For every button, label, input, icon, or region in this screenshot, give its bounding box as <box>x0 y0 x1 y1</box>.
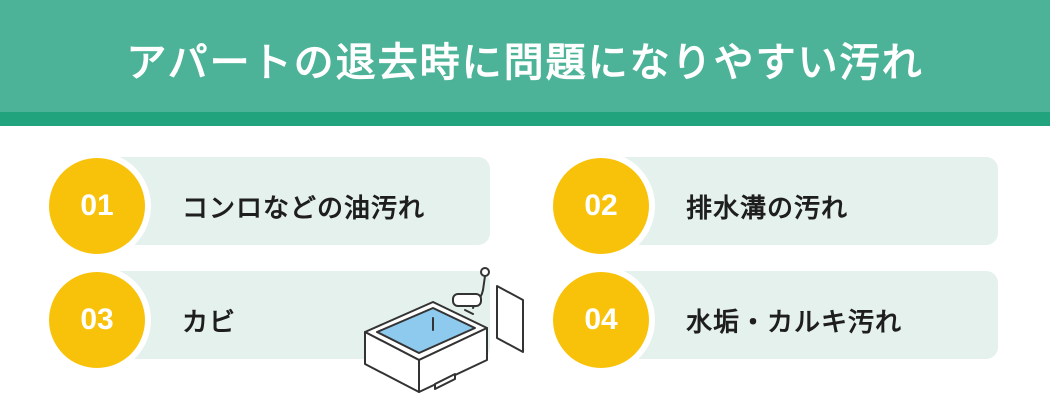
page-title: アパートの退去時に問題になりやすい汚れ <box>126 40 924 86</box>
header-banner: アパートの退去時に問題になりやすい汚れ <box>0 0 1050 112</box>
item-card-04 <box>604 271 998 359</box>
item-card-02 <box>604 157 998 245</box>
item-number-badge-02: 02 <box>547 152 655 260</box>
item-number-badge-04: 04 <box>547 266 655 374</box>
item-label-01: コンロなどの油汚れ <box>182 194 426 224</box>
bathtub-shower-icon <box>364 267 524 393</box>
item-card-01 <box>100 157 490 245</box>
item-label-04: 水垢・カルキ汚れ <box>686 308 903 338</box>
item-number-badge-03: 03 <box>43 266 151 374</box>
item-label-03: カビ <box>182 308 237 338</box>
item-label-02: 排水溝の汚れ <box>686 194 849 224</box>
item-number-badge-01: 01 <box>43 152 151 260</box>
header-stripe <box>0 112 1050 126</box>
